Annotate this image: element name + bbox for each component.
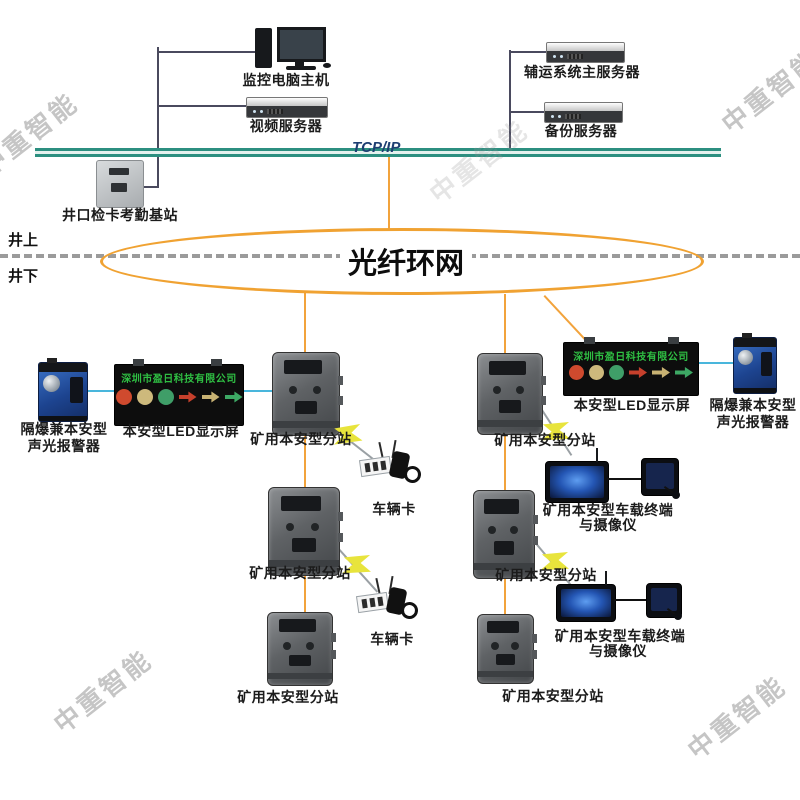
wire-left-trunk [157, 47, 159, 188]
computer-base-icon [286, 66, 316, 70]
led-company-text: 深圳市盈日科技有限公司 [573, 352, 689, 363]
attendance-station-label: 井口检卡考勤基站 [62, 207, 178, 223]
substation-icon [267, 612, 336, 686]
terminal-label-line2: 与摄像仪 [589, 643, 647, 659]
watermark: 中重智能 [715, 44, 800, 140]
substation-icon [477, 614, 537, 684]
vehicle-card-label: 车辆卡 [372, 501, 416, 517]
vehicle-terminal-monitor-icon [556, 584, 616, 622]
aux-main-server-icon [546, 42, 625, 63]
substation-icon [272, 352, 343, 436]
terminal-antenna-icon [596, 448, 598, 462]
led-screen-label: 本安型LED显示屏 [573, 397, 691, 413]
wire-alarm-to-led-left [86, 390, 114, 392]
substation-label: 矿用本安型分站 [494, 432, 596, 448]
cable-connector-icon [674, 612, 682, 620]
attendance-station-icon [96, 160, 144, 208]
mouse-icon [323, 63, 331, 68]
backup-server-label: 备份服务器 [544, 123, 618, 139]
alarm-label-line2: 声光报警器 [716, 414, 790, 430]
terminal-label-line1: 矿用本安型车载终端 [542, 502, 674, 518]
cable-connector-icon [672, 491, 680, 499]
substation-icon [268, 487, 343, 576]
wire-led-to-alarm-right [698, 362, 734, 364]
backup-server-icon [544, 102, 623, 123]
underground-label: 井下 [8, 268, 39, 285]
wire-to-video-server [157, 105, 247, 107]
watermark: 中重智能 [0, 87, 84, 183]
led-company-text: 深圳市盈日科技有限公司 [121, 374, 237, 385]
computer-tower-icon [255, 28, 272, 68]
wire-left-substation2-3 [304, 573, 306, 614]
tcpip-bus [35, 148, 721, 157]
led-screen-icon: 深圳市盈日科技有限公司 [114, 359, 244, 426]
led-signal-lights [115, 389, 243, 405]
watermark: 中重智能 [47, 644, 158, 740]
wire-bus-to-ring [388, 157, 390, 229]
vehicle-camera-icon [641, 458, 679, 496]
alarm-label-line1: 隔爆兼本安型 [20, 421, 108, 437]
alarm-label-line1: 隔爆兼本安型 [709, 397, 797, 413]
wire-ring-to-right-substation [504, 294, 506, 355]
surface-label: 井上 [8, 232, 39, 249]
alarm-label-line2: 声光报警器 [27, 438, 101, 454]
substation-icon [477, 353, 546, 435]
wire-to-backup-server [509, 111, 547, 113]
wire-left-substation1-2 [304, 433, 306, 489]
video-server-label: 视频服务器 [249, 118, 323, 134]
substation-label: 矿用本安型分站 [502, 688, 604, 704]
wire-led-to-substation-left [243, 390, 274, 392]
substation-label: 矿用本安型分站 [237, 689, 339, 705]
substation-label: 矿用本安型分站 [495, 567, 597, 583]
alarm-device-icon [733, 333, 777, 394]
fiber-ring-label: 光纤环网 [339, 240, 473, 282]
substation-label: 矿用本安型分站 [250, 431, 352, 447]
terminal-cable [607, 478, 641, 480]
wire-right-trunk [509, 50, 511, 153]
alarm-device-icon [38, 358, 88, 422]
wire-right-substation1-2 [504, 434, 506, 491]
vehicle-terminal-monitor-icon [545, 461, 609, 503]
vehicle-card-icon [355, 575, 421, 630]
tcpip-label: TCP/IP [352, 139, 401, 156]
wire-to-monitor-host [157, 51, 257, 53]
terminal-label-line2: 与摄像仪 [579, 517, 637, 533]
led-screen-icon: 深圳市盈日科技有限公司 [563, 337, 699, 396]
vehicle-card-icon [358, 439, 424, 494]
wire-to-aux-server [509, 51, 549, 53]
computer-monitor-icon [277, 27, 326, 62]
led-signal-lights [564, 365, 698, 380]
computer-stand-icon [295, 60, 304, 66]
vehicle-card-label: 车辆卡 [370, 631, 414, 647]
aux-main-server-label: 辅运系统主服务器 [524, 64, 640, 80]
watermark: 中重智能 [681, 670, 792, 766]
terminal-cable [614, 599, 646, 601]
substation-label: 矿用本安型分站 [249, 565, 351, 581]
terminal-antenna-icon [605, 571, 607, 585]
substation-icon [473, 490, 538, 579]
monitor-host-label: 监控电脑主机 [242, 72, 330, 88]
wire-ring-to-right-led [543, 295, 588, 343]
wire-ring-to-left-substation [304, 293, 306, 353]
terminal-label-line1: 矿用本安型车载终端 [554, 628, 686, 644]
watermark: 中重智能 [423, 114, 534, 210]
wire-to-attendance-station [138, 186, 159, 188]
fiber-ring-ellipse [100, 228, 704, 295]
video-server-icon [246, 97, 328, 118]
led-screen-label: 本安型LED显示屏 [122, 423, 240, 439]
wire-right-substation2-3 [504, 577, 506, 616]
